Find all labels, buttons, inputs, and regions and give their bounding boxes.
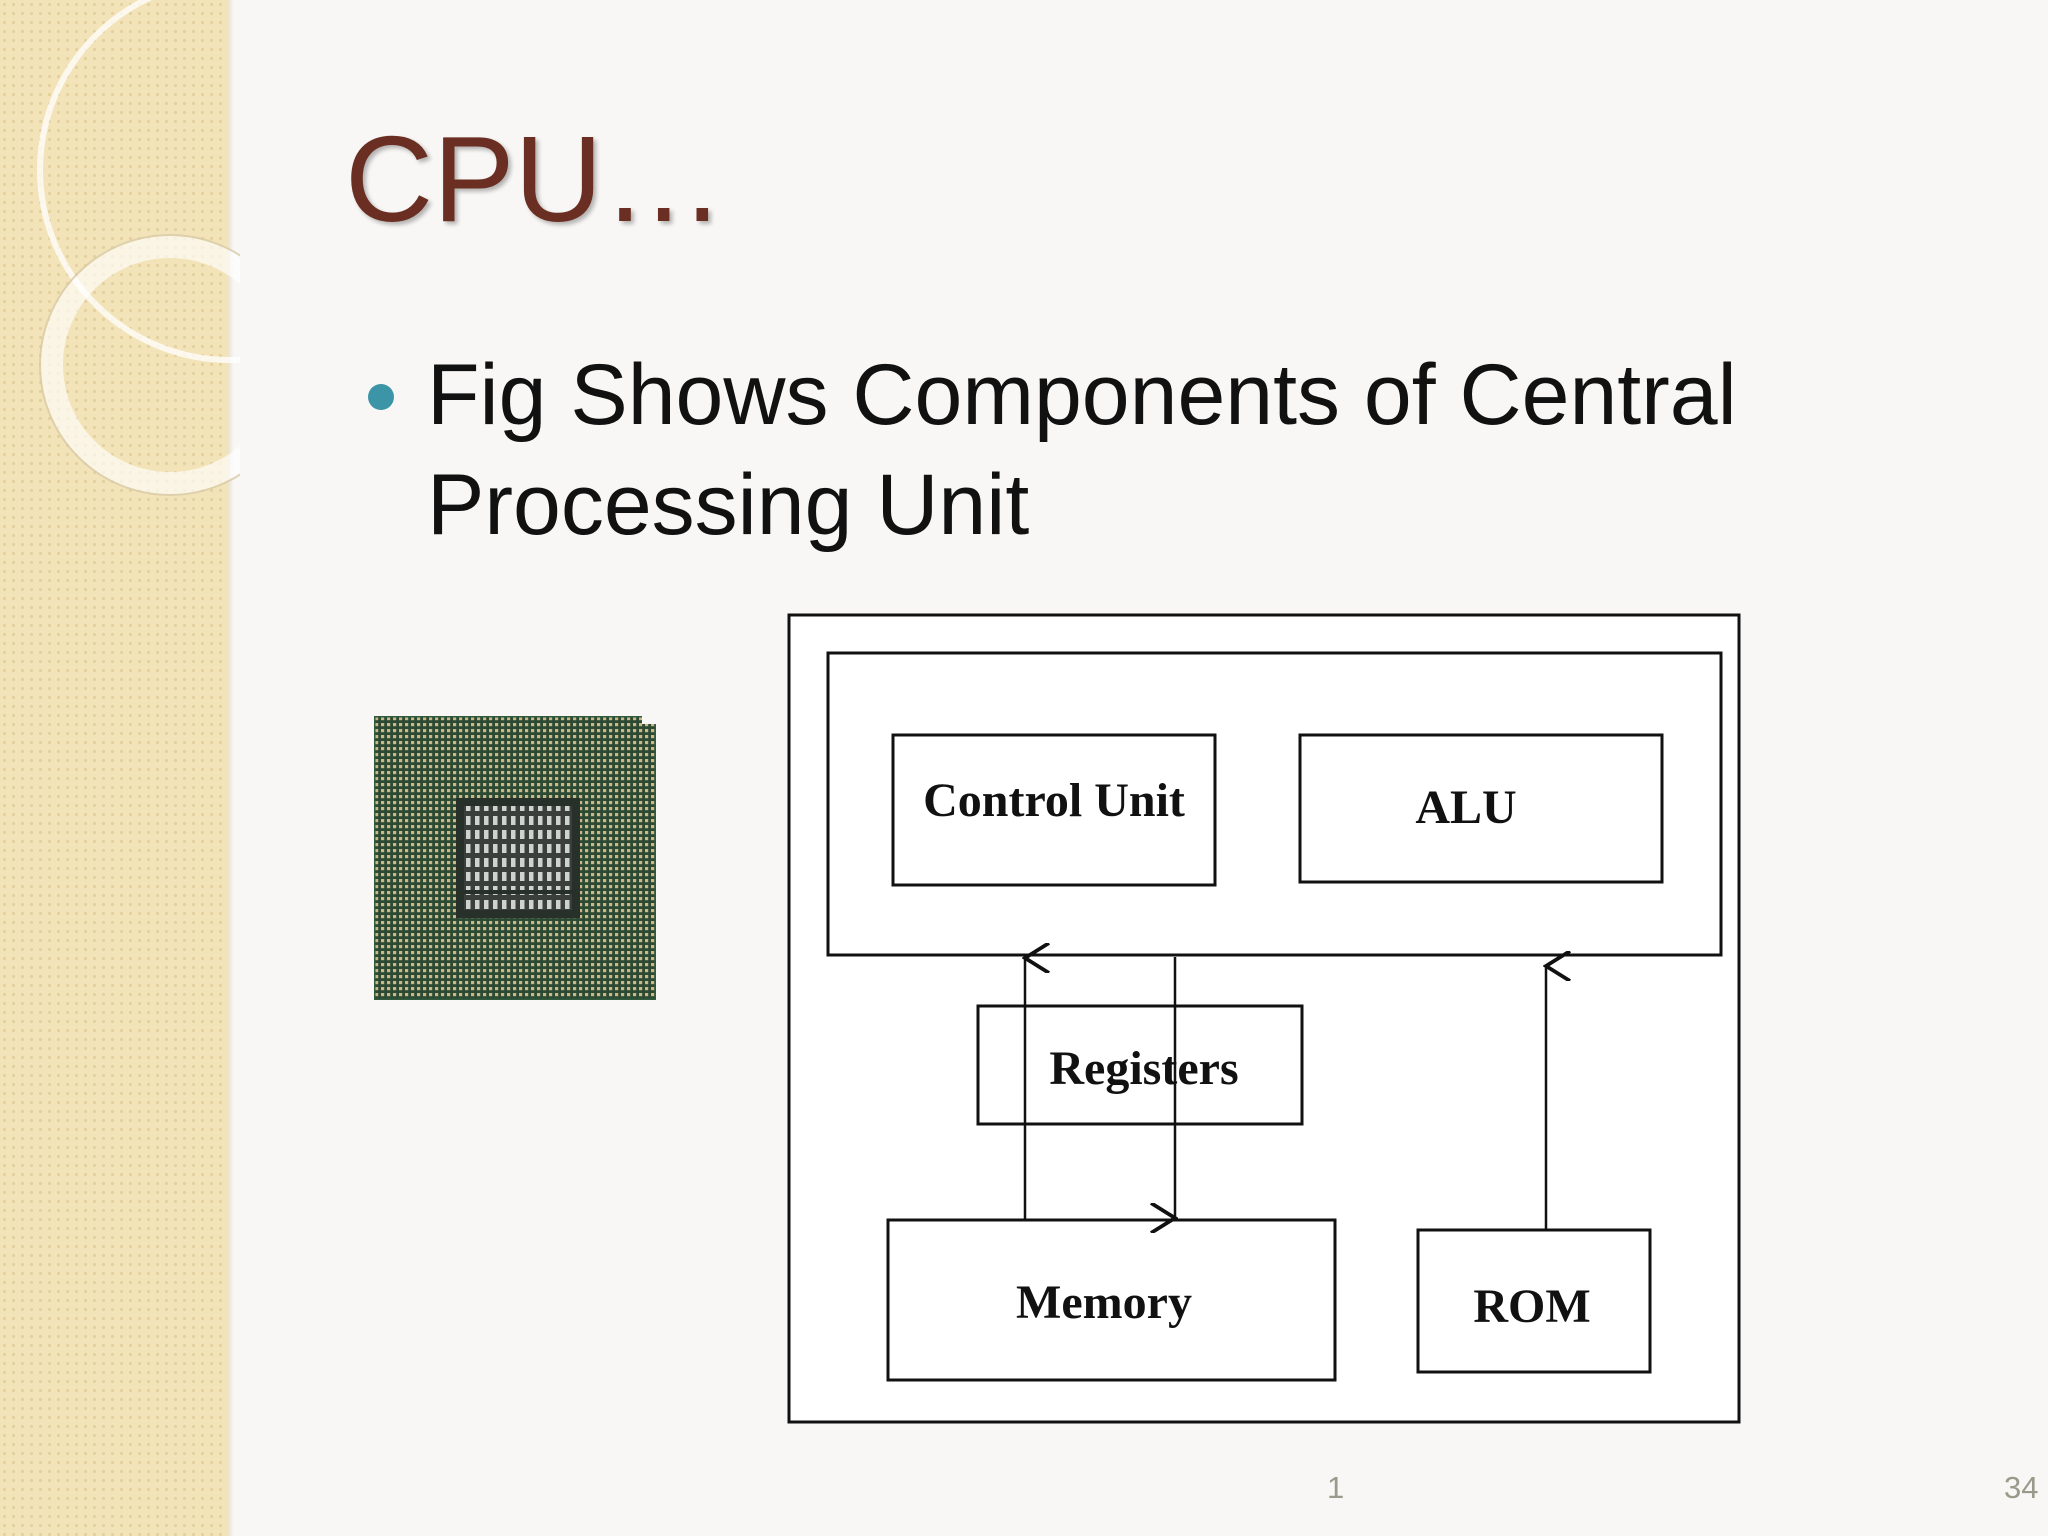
sidebar-edge	[228, 0, 234, 1536]
registers-label: Registers	[1049, 1042, 1238, 1095]
rom-box	[1416, 1228, 1652, 1374]
memory-label: Memory	[1016, 1276, 1192, 1329]
diagram-outer-frame	[787, 613, 1741, 1424]
control-unit-label: Control Unit	[923, 774, 1185, 827]
bullet-text: Fig Shows Components of Central Processi…	[427, 347, 1737, 553]
alu-box	[1298, 733, 1664, 884]
slide-number: 34	[2004, 1470, 2039, 1505]
cpu-chip-image	[374, 716, 656, 1000]
memory-box	[886, 1218, 1337, 1382]
bullet-icon	[368, 384, 394, 410]
processor-block	[826, 651, 1723, 957]
slide-title: CPU…	[345, 111, 725, 247]
footer-center-number: 1	[1327, 1470, 1345, 1505]
control-unit-box	[891, 733, 1217, 887]
rom-label: ROM	[1473, 1280, 1590, 1333]
decorative-rings	[37, 0, 240, 496]
alu-label: ALU	[1415, 781, 1516, 834]
registers-box	[976, 1004, 1304, 1126]
